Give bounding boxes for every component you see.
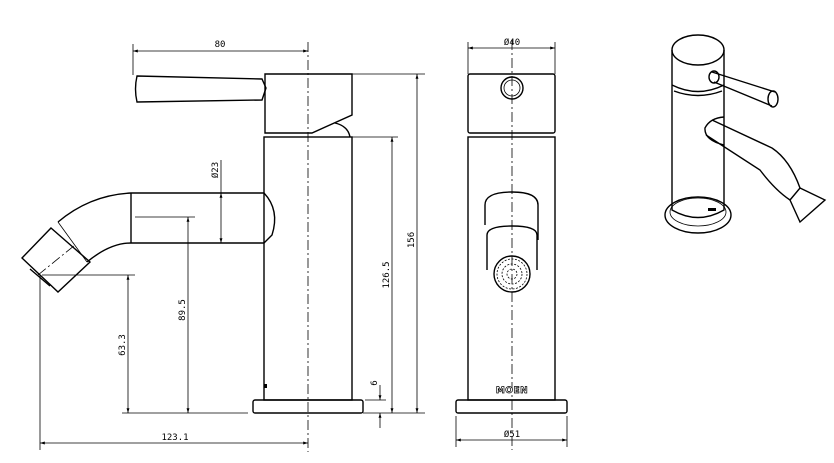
- front-view: MOEN Ø40 Ø51: [455, 37, 568, 450]
- aerator: [493, 255, 531, 293]
- dim-lever-reach: 80: [215, 40, 226, 50]
- handle-head: [467, 73, 556, 134]
- dim-spout-axis-height: 89.5: [178, 299, 188, 321]
- iso-lever: [711, 71, 776, 107]
- handle-collar: [334, 122, 351, 138]
- spout: [57, 192, 264, 263]
- iso-handle-top: [671, 34, 725, 66]
- faucet-body: [467, 136, 556, 401]
- iso-nozzle: [789, 187, 827, 224]
- dim-spout-diameter: Ø23: [210, 162, 221, 178]
- dim-total-height: 156: [407, 232, 417, 248]
- side-view: 80 156 126.5 6 89.5 63.3 Ø23 123.1: [21, 40, 425, 452]
- spout-joint: [263, 192, 276, 244]
- spout-nozzle: [21, 227, 92, 293]
- dim-spout-reach: 123.1: [161, 433, 188, 443]
- handle-body: [264, 73, 353, 134]
- isometric-view: [664, 34, 827, 234]
- dim-head-diameter: Ø40: [504, 37, 520, 48]
- iso-base: [664, 196, 732, 234]
- iso-body: [671, 50, 725, 219]
- base-plate: [252, 399, 364, 414]
- spout-front: [484, 191, 539, 240]
- base-plate: [455, 399, 568, 414]
- dim-outlet-height: 63.3: [118, 334, 128, 356]
- dim-body-height: 126.5: [382, 261, 392, 288]
- lever-handle: [134, 75, 267, 103]
- dim-base-diameter: Ø51: [504, 429, 520, 440]
- iso-spout: [704, 116, 801, 201]
- dim-base-thickness: 6: [370, 380, 380, 385]
- brand-logo: MOEN: [496, 386, 528, 396]
